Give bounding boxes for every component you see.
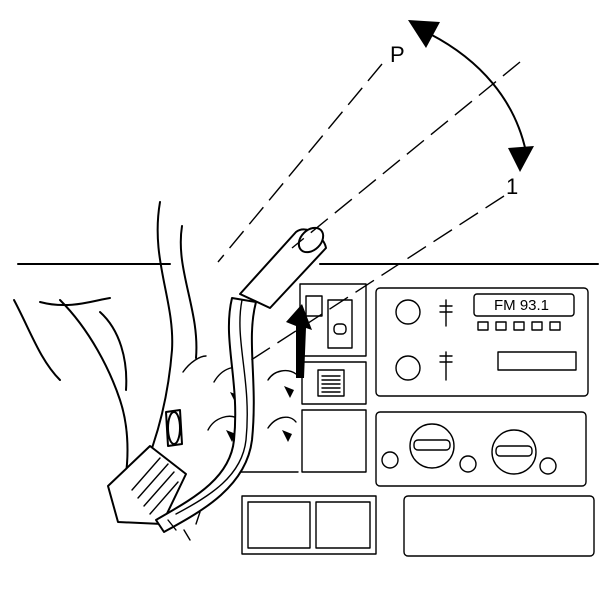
callout-item-1: 1 <box>506 174 518 199</box>
control-button <box>459 455 477 473</box>
shift-handle <box>239 226 327 309</box>
preset-button <box>477 321 489 331</box>
volume-knob <box>395 299 421 325</box>
brake-pedal <box>107 445 187 525</box>
fan-knob <box>409 423 455 469</box>
turn-signal-lever <box>165 409 183 447</box>
gauge <box>182 355 207 373</box>
direction-arrow <box>286 304 312 378</box>
preset-button <box>549 321 561 331</box>
climate-controls <box>375 411 587 487</box>
hazard-switch <box>301 361 367 405</box>
glove-box <box>403 495 595 557</box>
lever-leader-line <box>247 195 505 363</box>
temp-knob <box>491 429 537 475</box>
balance-slider <box>439 299 453 327</box>
radio-display <box>473 293 575 317</box>
gear-shift-lever <box>155 297 257 533</box>
lower-storage-bins <box>241 495 595 557</box>
gauge <box>267 369 297 381</box>
preset-button <box>531 321 543 331</box>
preset-button <box>513 321 525 331</box>
center-control-panel <box>299 283 367 473</box>
radio-display-text: FM 93.1 <box>494 297 549 314</box>
cassette-slot <box>497 351 577 371</box>
rotation-arrow <box>408 20 534 172</box>
control-button <box>381 451 399 469</box>
fade-slider <box>439 351 453 381</box>
tune-knob <box>395 355 421 381</box>
preset-button <box>495 321 507 331</box>
column-axis-line <box>291 61 521 249</box>
radio-unit: FM 93.1 <box>375 287 589 397</box>
callout-park: P <box>390 42 405 67</box>
gauge <box>267 416 297 429</box>
park-leader-line <box>217 63 383 263</box>
control-button <box>539 457 557 475</box>
